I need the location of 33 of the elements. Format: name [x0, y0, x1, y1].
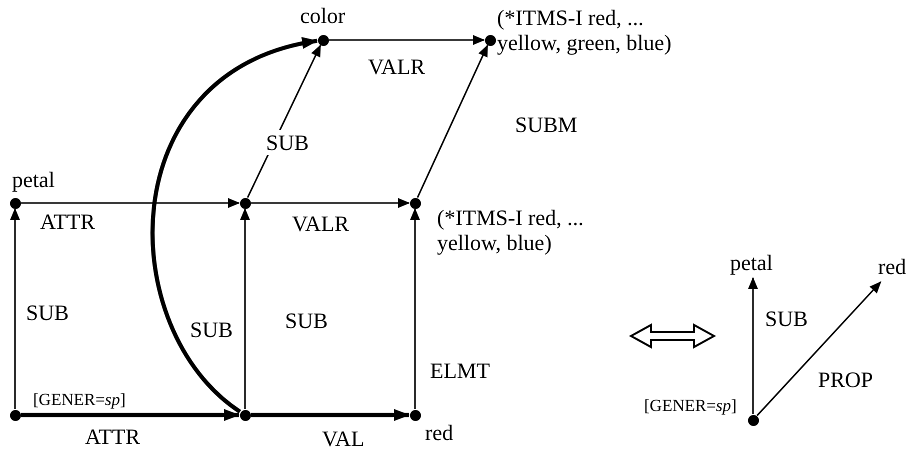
node-label: petal [12, 167, 55, 192]
arrow [748, 277, 758, 414]
node-label: (*ITMS-I red, ... yellow, green, blue) [497, 5, 673, 55]
node-label: red [425, 420, 454, 445]
node-label: [GENER=sp] [33, 390, 126, 410]
arrow [416, 44, 488, 198]
node-label: [GENER=sp] [644, 396, 737, 416]
region-label: SUBM [515, 112, 578, 137]
arrow [756, 281, 882, 416]
node-label: (*ITMS-I red, ... yellow, blue) [437, 205, 585, 255]
node-dot [318, 34, 328, 46]
node-label: red [878, 254, 906, 279]
node-dot [10, 410, 20, 420]
arrow [251, 198, 410, 208]
region-label: SUB [285, 308, 328, 333]
node-dot [240, 410, 250, 420]
node-label: petal [730, 250, 773, 275]
arrow [251, 409, 410, 421]
arrow [240, 208, 250, 409]
edge-label: SUB [266, 130, 309, 155]
arrow [410, 208, 420, 409]
node-dot [410, 410, 420, 420]
arrow [10, 208, 20, 409]
arrow [329, 35, 485, 45]
node-dot [484, 34, 496, 46]
arrow [150, 38, 318, 414]
node-dot [10, 198, 20, 208]
node-label: color [300, 3, 346, 28]
node-dot [748, 414, 758, 426]
node-dot [410, 198, 420, 208]
arrow [21, 198, 240, 208]
node-dot [240, 198, 250, 208]
arrow [21, 409, 240, 421]
